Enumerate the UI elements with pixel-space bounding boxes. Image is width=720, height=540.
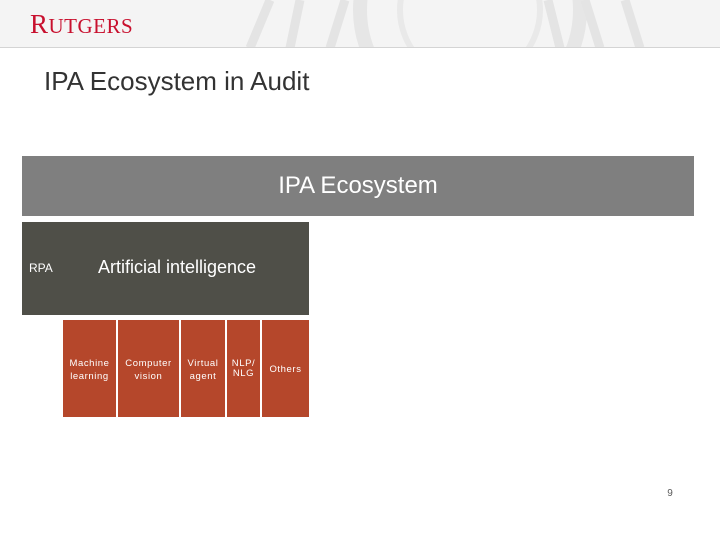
slide-title: IPA Ecosystem in Audit <box>44 66 310 96</box>
ai-subarea-machine-learning: Machine learning <box>63 320 116 417</box>
ipa-ecosystem-label: IPA Ecosystem <box>278 172 438 199</box>
header-divider <box>0 47 720 48</box>
ai-subarea-virtual-agent: Virtual agent <box>181 320 225 417</box>
ipa-ecosystem-bar: IPA Ecosystem <box>22 156 694 216</box>
rutgers-logo: RUTGERS <box>30 9 134 39</box>
ai-subarea-nlp-nlg: NLP/ NLG <box>227 320 260 417</box>
ai-subarea-computer-vision: Computer vision <box>118 320 179 417</box>
header-band: RUTGERS <box>0 0 720 48</box>
rpa-ai-box: RPA Artificial intelligence <box>22 222 309 315</box>
ai-label: Artificial intelligence <box>98 257 257 277</box>
page-number: 9 <box>667 488 673 499</box>
ai-subarea-others: Others <box>262 320 309 417</box>
rpa-label: RPA <box>29 261 53 275</box>
seal-watermark-icon <box>245 0 645 48</box>
